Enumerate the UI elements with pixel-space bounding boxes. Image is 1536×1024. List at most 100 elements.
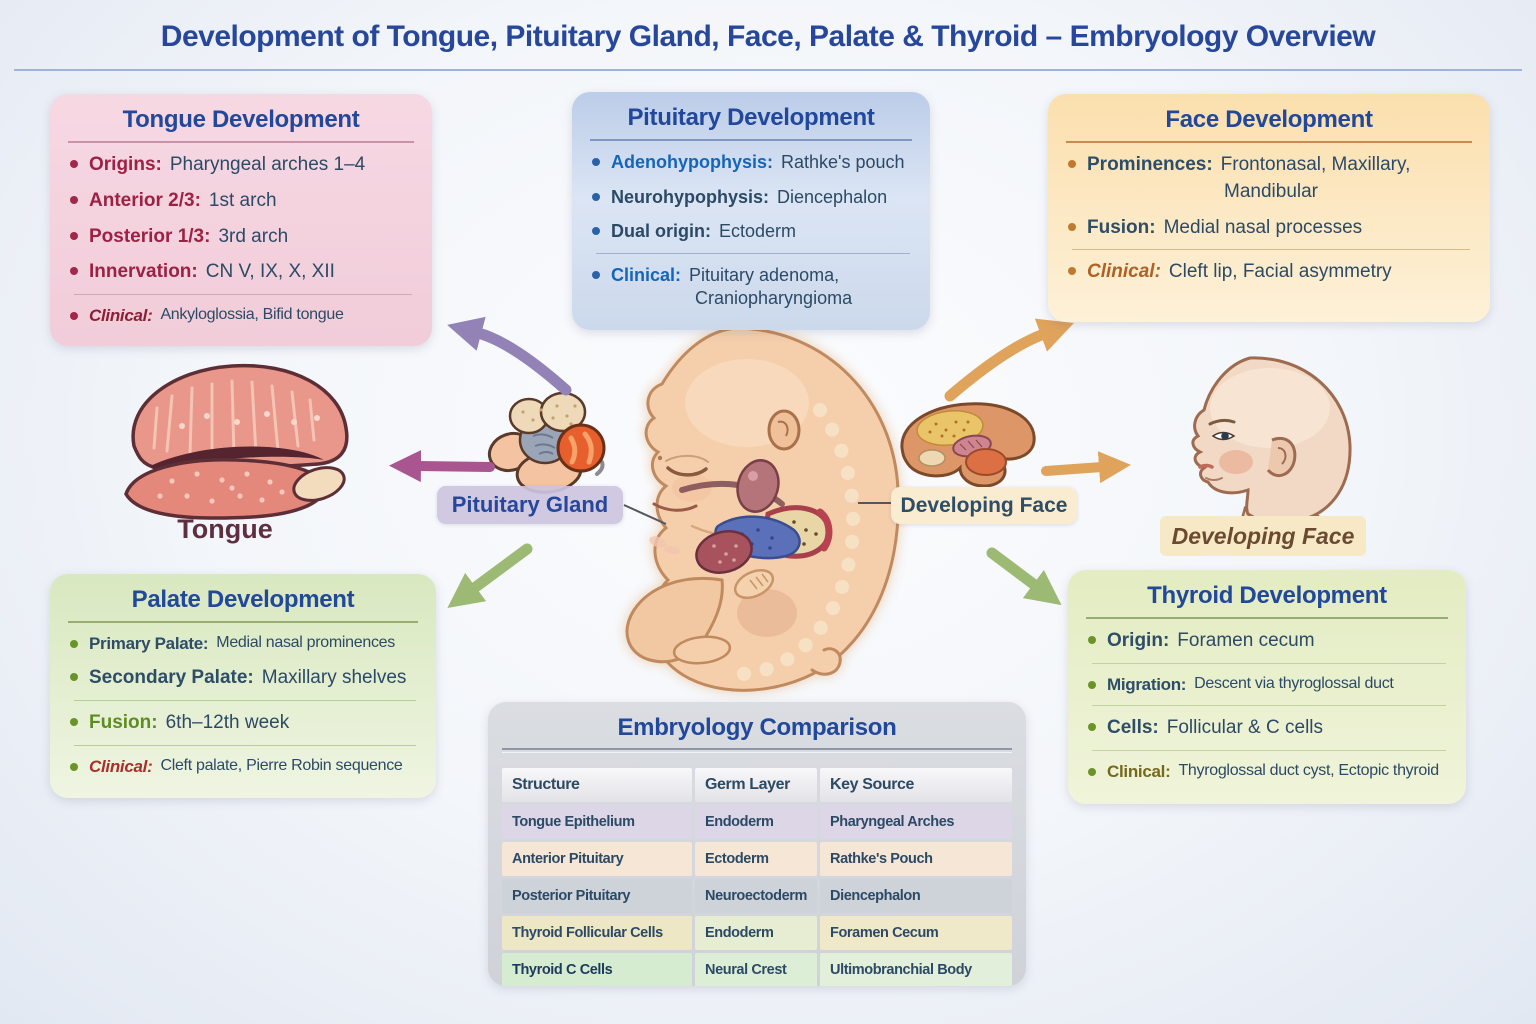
palate-development-box: Palate Development Primary Palate: Media… [50, 574, 436, 798]
bullet-neurohypophysis: Neurohypophysis: Diencephalon [590, 186, 916, 209]
bullet-text: Thyroglossal duct cyst, Ectopic thyroid [1178, 761, 1439, 779]
separator [1092, 705, 1446, 706]
pink-hatch [959, 439, 983, 451]
bullet-dot [70, 640, 78, 648]
comparison-title: Embryology Comparison [617, 714, 897, 741]
organ-cream-blob [918, 449, 946, 467]
box-title: Face Development [1165, 106, 1373, 133]
developing-face-caption: Developing Face [1160, 516, 1366, 556]
bullet-dual-origin: Dual origin: Ectoderm [590, 220, 916, 243]
bullet-text: Descent via thyroglossal duct [1194, 674, 1394, 692]
baby-ear [1266, 437, 1297, 478]
finger-lines [749, 573, 769, 590]
bullet-fusion: Fusion: 6th–12th week [68, 711, 422, 735]
bullet-innervation: Innervation: CN V, IX, X, XII [68, 260, 418, 284]
arrow-to-baby-face-icon [1041, 451, 1131, 484]
developing-face-organ-illustration [900, 402, 1036, 488]
bullet-label: Cells: [1107, 717, 1159, 738]
box-title: Pituitary Development [627, 104, 875, 131]
baby-lips [1198, 463, 1214, 469]
arrow-to-tongue-illustration-icon [389, 450, 495, 483]
embryo-illustration [625, 326, 900, 692]
bullet-dot [1068, 160, 1076, 168]
column-header-structure: Structure [502, 768, 692, 802]
bullet-text: Cleft palate, Pierre Robin sequence [160, 756, 403, 774]
bullet-dot [70, 195, 78, 204]
fringe-dots [179, 411, 320, 429]
table-cell: Thyroid C Cells [502, 953, 692, 986]
orange-crescent-1 [568, 435, 578, 465]
title-underline [1066, 141, 1472, 143]
separator [74, 294, 412, 295]
table-cell: Neural Crest [695, 953, 817, 986]
bullet-label: Origins: [89, 154, 162, 175]
nostril [657, 455, 663, 461]
bullet-anterior: Anterior 2/3: 1st arch [68, 189, 418, 213]
bullet-text: Frontonasal, Maxillary, [1220, 154, 1411, 175]
table-cell: Posterior Pituitary [502, 879, 692, 913]
bullet-dot [70, 160, 78, 168]
bullet-text: Medial nasal prominences [216, 634, 395, 651]
bullet-dot [1088, 723, 1096, 731]
separator [74, 744, 416, 746]
bullet-dot [1088, 680, 1096, 689]
organ-red-rim [816, 508, 833, 552]
tongue-label: Tongue [177, 514, 273, 544]
arrow-to-palate-box-icon [447, 543, 533, 608]
bullet-text: Rathke's pouch [781, 152, 905, 172]
separator [596, 252, 910, 254]
table-cell: Tongue Epithelium [502, 805, 692, 839]
separator [1092, 662, 1446, 664]
thyroid-development-box: Thyroid Development Origin: Foramen cecu… [1068, 570, 1466, 804]
bullet-label: Primary Palate: [89, 634, 209, 653]
bullet-clinical: Clinical: Ankyloglossia, Bifid tongue [68, 305, 418, 326]
bullet-label: Clinical: [1087, 261, 1161, 283]
somite-dots [725, 403, 861, 682]
bullet-dot [1088, 767, 1096, 776]
baby-ear-inner [1277, 447, 1287, 465]
bullet-text: 3rd arch [218, 225, 289, 247]
bullet-posterior: Posterior 1/3: 3rd arch [68, 225, 418, 249]
bullet-text-line2: Mandibular [1224, 180, 1318, 202]
table-cell: Ultimobranchial Body [820, 953, 1012, 986]
box-title: Tongue Development [122, 106, 360, 133]
ear [767, 409, 801, 451]
bullet-clinical: Clinical: Cleft palate, Pierre Robin seq… [68, 756, 422, 777]
bullet-label: Clinical: [89, 756, 153, 776]
bullet-text: Follicular & C cells [1166, 717, 1324, 738]
bullet-dot [70, 312, 78, 320]
mouth-bud [649, 536, 667, 548]
bullet-label: Clinical: [611, 264, 682, 285]
table-cell: Neuroectoderm [695, 879, 817, 913]
baby-smile [1205, 477, 1223, 481]
tongue-tip-underside [292, 466, 346, 502]
bullet-dot [70, 231, 78, 240]
baby-pupil [1221, 432, 1229, 440]
papillae-fringe [152, 379, 316, 458]
organ-orange-blob [965, 448, 1007, 476]
bullet-label: Neurohypophysis: [611, 186, 770, 207]
bullet-label: Adenohypophysis: [611, 152, 774, 172]
bullet-dot [70, 673, 78, 682]
bullet-text: Ectoderm [719, 221, 797, 241]
pituitary-orange-lobe [556, 423, 606, 473]
belly-shade [737, 589, 797, 637]
column-header-key-source: Key Source [820, 768, 1012, 802]
orange-crescent-2 [582, 431, 594, 465]
bullet-label: Posterior 1/3: [89, 225, 211, 247]
bullet-text: 6th–12th week [165, 712, 290, 733]
bullet-text: Ankyloglossia, Bifid tongue [160, 306, 344, 323]
bullet-text: Pituitary adenoma, [689, 264, 840, 285]
organ-mauve [736, 459, 780, 513]
bullet-label: Secondary Palate: [89, 667, 254, 689]
bullet-text: Foramen cecum [1177, 630, 1315, 651]
title-underline [68, 141, 414, 143]
bullet-text: 1st arch [208, 189, 277, 211]
organ-highlight [748, 471, 758, 481]
bullet-label: Origin: [1107, 630, 1170, 651]
bullet-clinical: Clinical: Thyroglossal duct cyst, Ectopi… [1086, 761, 1452, 782]
pituitary-gland-illustration [487, 391, 606, 494]
baby-cheek [1219, 450, 1253, 474]
table-cell: Anterior Pituitary [502, 842, 692, 876]
